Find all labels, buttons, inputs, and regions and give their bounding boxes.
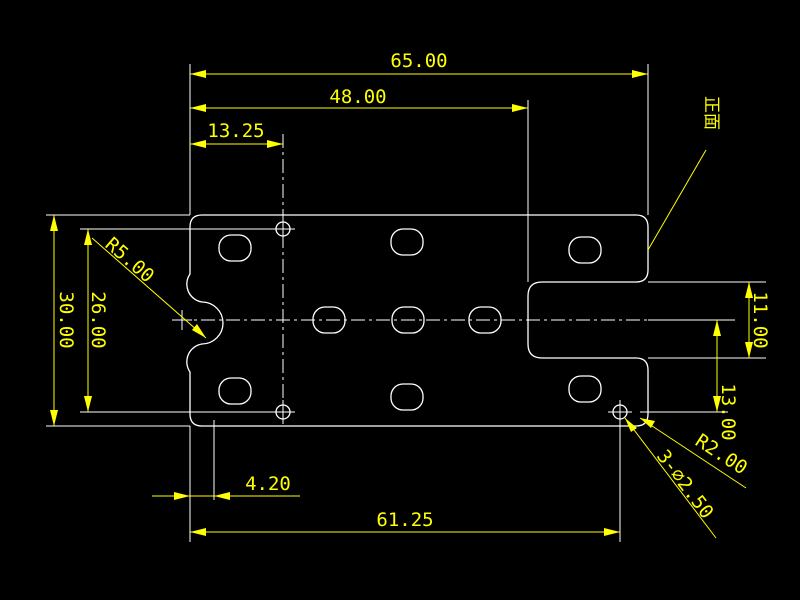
dim-label-13-25: 13.25 [207,120,264,142]
dim-slot-offset[interactable]: 13.00 [640,319,739,441]
dim-first-hole-offset[interactable]: 13.25 [190,120,283,148]
slot-hole [391,306,425,334]
dim-hole-spacing[interactable]: 26.00 [84,229,109,412]
dim-label-4-2: 4.20 [245,473,291,495]
note-front-face[interactable]: 正面 [647,96,721,251]
dim-label-48: 48.00 [329,86,386,108]
dim-label-30: 30.00 [55,291,77,348]
slot-hole [390,228,424,256]
slot-hole [218,377,252,405]
slot-hole [568,236,602,264]
slot-hole [218,234,252,262]
dim-label-11: 11.00 [749,291,771,348]
extension-lines [46,64,766,542]
slot-hole [390,383,424,411]
dim-overall-width[interactable]: 30.00 [50,215,77,426]
slot-hole [568,375,602,403]
dim-notch-depth[interactable]: 4.20 [152,473,300,500]
dim-overall-length[interactable]: 65.00 [190,50,648,78]
dim-slot-start[interactable]: 48.00 [190,86,528,112]
dim-label-r5: R5.00 [101,233,159,287]
dim-label-61-25: 61.25 [376,509,433,531]
note-label: 正面 [701,96,721,130]
dim-label-65: 65.00 [390,50,447,72]
dim-hole-span[interactable]: 61.25 [190,509,620,536]
dim-slot-width[interactable]: 11.00 [745,282,771,358]
dim-label-26: 26.00 [87,291,109,348]
part-outline [186,214,649,427]
dim-label-13: 13.00 [717,383,739,440]
